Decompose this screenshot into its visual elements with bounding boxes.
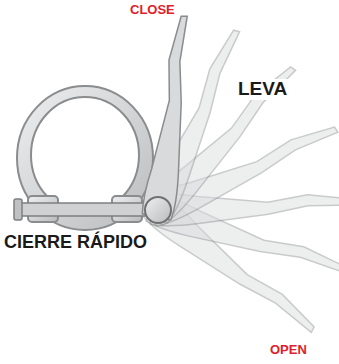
part-label: LEVA	[236, 79, 289, 100]
skewer-bolt	[18, 203, 158, 216]
cam-pivot	[145, 197, 171, 223]
open-label: OPEN	[268, 343, 309, 357]
lever	[141, 14, 201, 220]
close-label: CLOSE	[128, 3, 177, 17]
part-label: CIERRE RÁPIDO	[2, 233, 149, 253]
bolt-nut	[14, 199, 22, 220]
lever-closed	[141, 14, 201, 220]
